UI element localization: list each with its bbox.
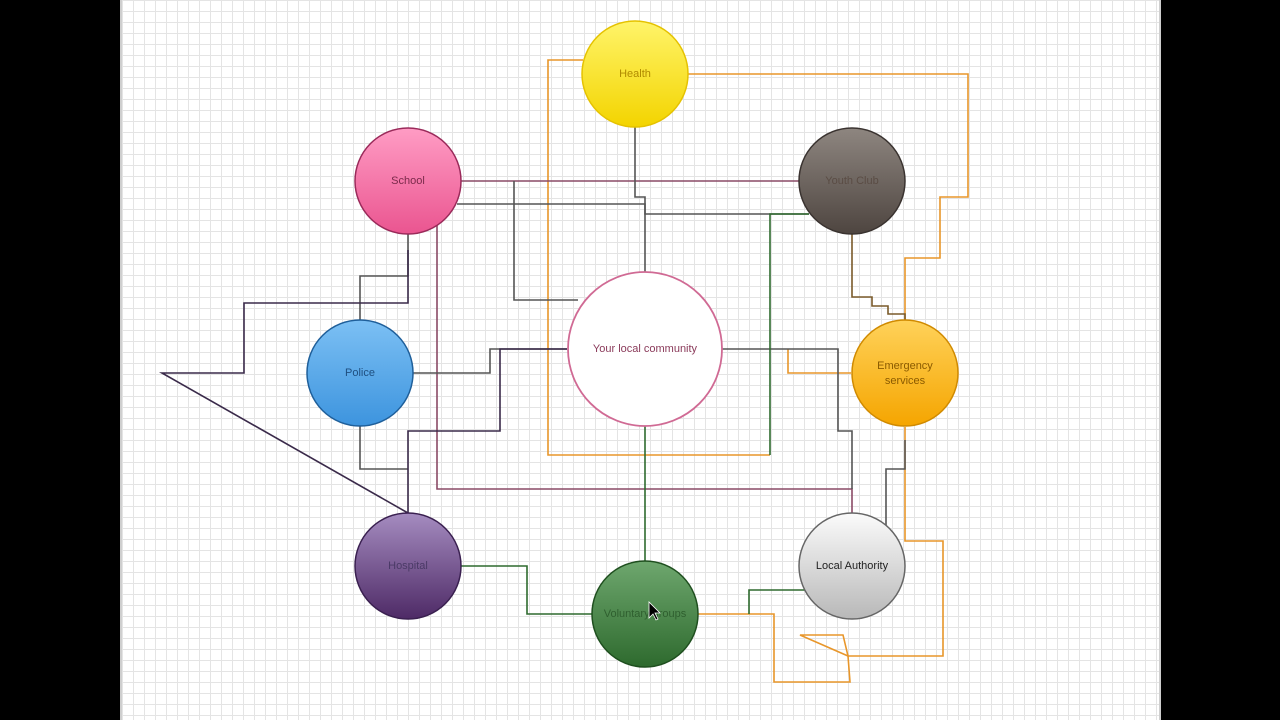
connector-police-hospital[interactable] <box>359 426 408 470</box>
mouse-cursor-icon <box>648 601 661 621</box>
connector-community-localauthority[interactable] <box>721 348 853 489</box>
connector-health-community[interactable] <box>634 127 646 272</box>
connector-hospital-voluntary[interactable] <box>461 565 592 615</box>
node-police[interactable]: Police <box>306 319 414 427</box>
connector-school-youthclub-lower[interactable] <box>457 203 809 215</box>
connector-school-police[interactable] <box>359 234 409 321</box>
node-emergency-services[interactable]: Emergency services <box>851 319 959 427</box>
connector-health-left-loop[interactable] <box>547 59 770 456</box>
connector-voluntary-localauthority[interactable] <box>748 589 805 614</box>
node-emergency-label-line1: Emergency <box>877 360 933 372</box>
node-community[interactable]: Your local community <box>567 271 723 427</box>
connector-emergency-bottom[interactable] <box>799 427 944 657</box>
node-emergency-label-line2: services <box>885 375 926 387</box>
connector-hospital-community[interactable] <box>407 348 567 513</box>
connector-voluntary-orange[interactable] <box>697 613 851 683</box>
node-voluntary-label: Voluntary groups <box>604 608 687 620</box>
connector-police-community[interactable] <box>412 348 567 374</box>
node-community-label: Your local community <box>593 343 698 355</box>
node-health[interactable]: Health <box>581 20 689 128</box>
connector-emergency-localauthority[interactable] <box>885 440 906 525</box>
connector-school-hospital[interactable] <box>158 250 409 514</box>
node-hospital-label: Hospital <box>388 560 428 572</box>
node-youth-club[interactable]: Youth Club <box>798 127 906 235</box>
node-police-label: Police <box>345 367 375 379</box>
connector-emergency-left[interactable] <box>787 349 851 374</box>
connector-youthclub-emergency[interactable] <box>851 234 906 321</box>
node-health-label: Health <box>619 68 651 80</box>
connector-youthclub-green[interactable] <box>769 213 809 455</box>
node-school[interactable]: School <box>354 127 462 235</box>
node-local-authority-label: Local Authority <box>816 560 889 572</box>
connector-school-community[interactable] <box>513 181 578 301</box>
node-school-label: School <box>391 175 425 187</box>
node-hospital[interactable]: Hospital <box>354 512 462 620</box>
connector-health-emergency[interactable] <box>687 73 969 321</box>
node-youth-club-label: Youth Club <box>825 175 878 187</box>
node-local-authority[interactable]: Local Authority <box>798 512 906 620</box>
node-voluntary-groups[interactable]: Voluntary groups <box>591 560 699 668</box>
connectors <box>158 59 969 683</box>
